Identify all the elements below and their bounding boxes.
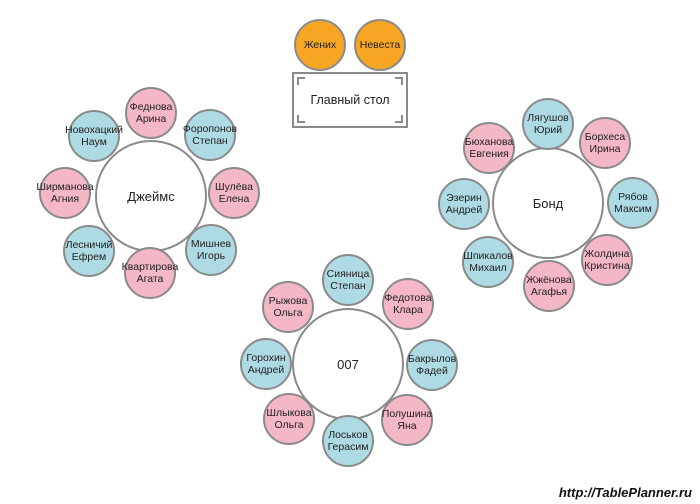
main-table-label: Главный стол (310, 93, 390, 107)
bride-seat[interactable]: Невеста (354, 19, 406, 71)
bride-label: Невеста (359, 39, 401, 51)
guest-surname: Бюханова (464, 136, 514, 148)
guest-first-name: Клара (393, 304, 423, 316)
guest-first-name: Игорь (196, 250, 226, 262)
guest-first-name: Агата (136, 273, 164, 285)
guest-first-name: Агафья (530, 286, 568, 298)
guest-surname: Лягушов (527, 112, 569, 124)
guest-first-name: Елена (218, 193, 250, 205)
guest-first-name: Арина (135, 113, 167, 125)
guest-first-name: Андрей (445, 204, 483, 216)
guest-surname: Борхеса (584, 131, 626, 143)
guest-surname: Шлыкова (266, 407, 312, 419)
resize-handle-top-left[interactable] (297, 77, 305, 85)
resize-handle-top-right[interactable] (395, 77, 403, 85)
guest-first-name: Андрей (247, 364, 285, 376)
guest-first-name: Фадей (416, 365, 448, 377)
guest-surname: Рябов (618, 191, 648, 203)
guest-surname: Бакрылов (407, 353, 457, 365)
guest-first-name: Ольга (273, 307, 303, 319)
main-table[interactable]: Главный стол (292, 72, 408, 128)
guest-surname: Полушина (381, 408, 433, 420)
guest-surname: Мишнев (190, 238, 232, 250)
guest-first-name: Герасим (327, 441, 369, 453)
guest-surname: Жжёнова (526, 274, 572, 286)
guest-surname: Федотова (384, 292, 432, 304)
guest-first-name: Максим (614, 203, 652, 215)
guest-first-name: Агния (50, 193, 80, 205)
guest-first-name: Наум (81, 136, 107, 148)
guest-surname: Лесничий (65, 239, 113, 251)
guest-surname: Шулёва (215, 181, 253, 193)
table-name: 007 (337, 356, 359, 372)
guest-surname: Эзерин (446, 192, 482, 204)
guest-first-name: Степан (330, 280, 366, 292)
resize-handle-bottom-left[interactable] (297, 115, 305, 123)
guest-first-name: Юрий (533, 124, 563, 136)
guest-surname: Ширманова (36, 181, 94, 193)
guest-first-name: Яна (397, 420, 417, 432)
guest-surname: Сияница (326, 268, 370, 280)
guest-first-name: Ефрем (71, 251, 107, 263)
round-table[interactable]: Джеймс (95, 140, 207, 252)
table-name: Бонд (532, 195, 564, 211)
guest-surname: Квартирова (121, 261, 179, 273)
guest-surname: Лоськов (328, 429, 368, 441)
guest-first-name: Ирина (589, 143, 621, 155)
guest-first-name: Евгения (469, 148, 509, 160)
guest-surname: Рыжова (268, 295, 308, 307)
guest-first-name: Степан (192, 135, 228, 147)
guest-surname: Форопонов (182, 123, 238, 135)
guest-first-name: Ольга (274, 419, 304, 431)
resize-handle-bottom-right[interactable] (395, 115, 403, 123)
site-watermark: http://TablePlanner.ru (558, 485, 692, 500)
guest-first-name: Михаил (469, 262, 507, 274)
round-table[interactable]: Бонд (492, 147, 604, 259)
guest-surname: Новохацкий (65, 124, 123, 136)
guest-surname: Феднова (129, 101, 173, 113)
guest-first-name: Кристина (584, 260, 630, 272)
groom-label: Жених (303, 39, 337, 51)
groom-seat[interactable]: Жених (294, 19, 346, 71)
guest-surname: Жолдина (584, 248, 630, 260)
guest-surname: Шпикалов (463, 250, 513, 262)
guest-surname: Горохин (246, 352, 286, 364)
table-name: Джеймс (127, 188, 175, 204)
